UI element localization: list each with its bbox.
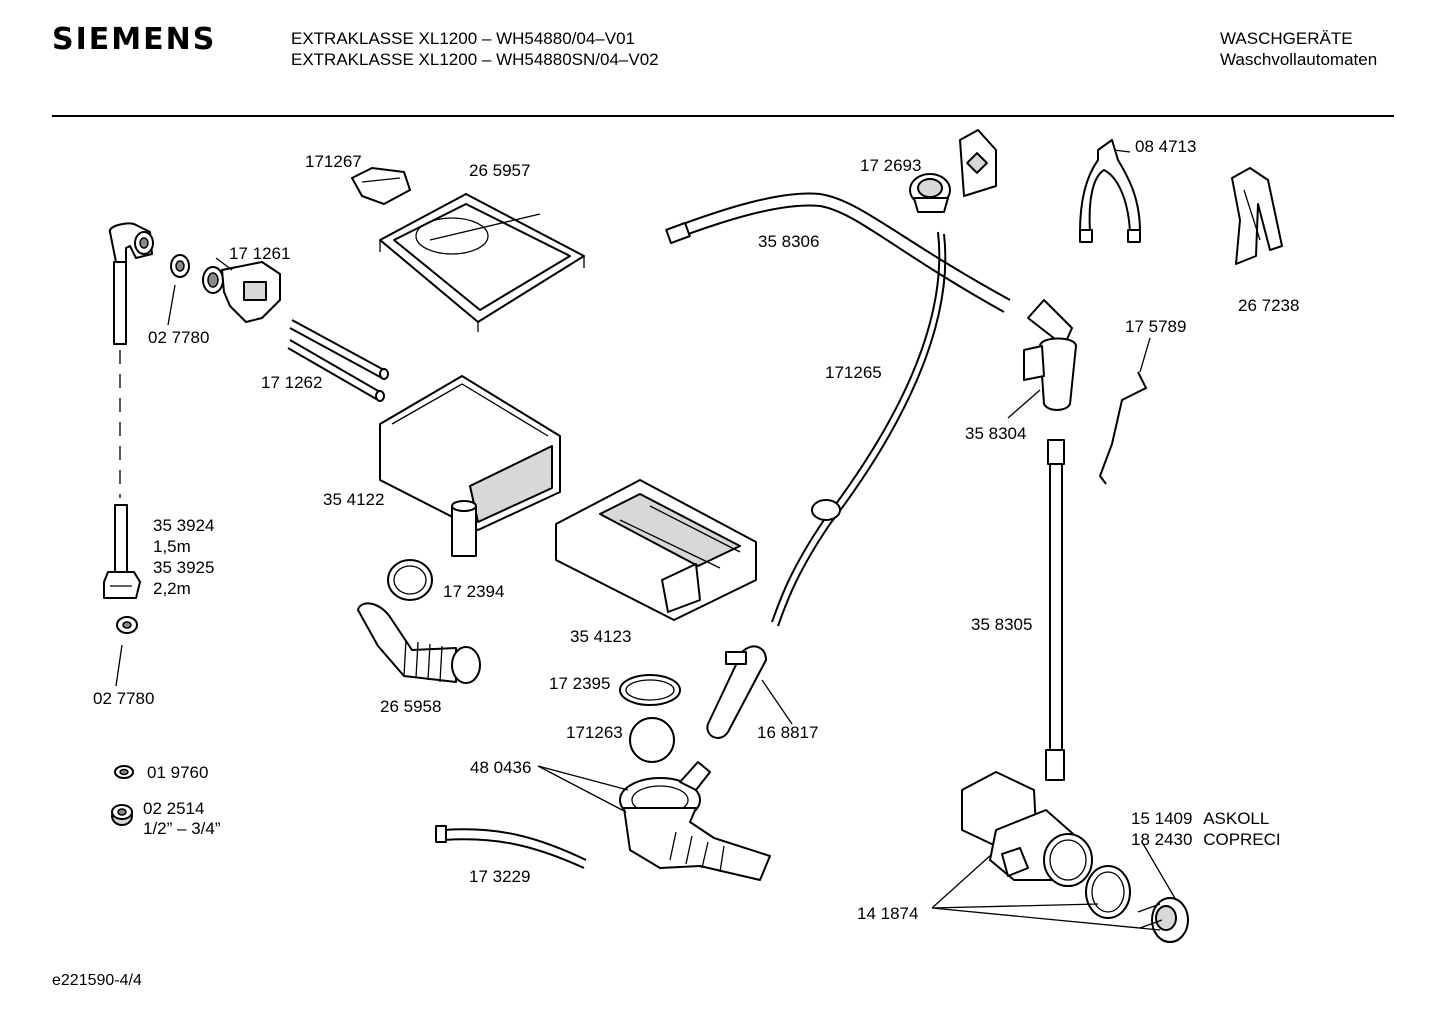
inlet-hose-elbow [108,222,154,345]
detergent-drawer-housing [379,375,561,557]
part-label-354123: 35 4123 [570,627,632,646]
part-label-353924: 35 3924 [153,516,215,535]
trap-358304 [1007,299,1077,419]
part-number-182430: 18 2430 [1131,830,1193,849]
header-divider [52,115,1394,117]
part-label-171263: 171263 [566,723,623,742]
part-label-151409: 15 1409 ASKOLL [1131,809,1269,828]
part-label-358306: 35 8306 [758,232,820,251]
pump-seal-ring [1085,865,1131,919]
part-label-171262: 17 1262 [261,373,323,392]
part-label-022514-size: 1/2” – 3/4” [143,819,221,838]
ball-171263 [629,717,675,763]
category-title: WASCHGERÄTE Waschvollautomaten [1220,28,1377,70]
washer-019760 [114,765,134,779]
part-label-172395: 17 2395 [549,674,611,693]
part-label-171267: 171267 [305,152,362,171]
tube-171265 [771,231,947,627]
hanger-084713 [1079,139,1141,243]
part-label-019760: 01 9760 [147,763,209,782]
part-label-141874: 14 1874 [857,904,919,923]
leader-480436 [537,765,629,813]
clip-171267 [351,167,411,205]
part-label-182430: 18 2430 COPRECI [1131,830,1281,849]
part-label-267238: 26 7238 [1238,296,1300,315]
model-line-2: EXTRAKLASSE XL1200 – WH54880SN/04–V02 [291,50,659,69]
drain-pump [961,771,1093,887]
dispenser-frame [379,193,585,332]
drawing-id: e221590-4/4 [52,972,142,989]
category-line-1: WASCHGERÄTE [1220,29,1353,48]
brand-copreci: COPRECI [1203,830,1281,849]
part-label-171261: 17 1261 [229,244,291,263]
part-label-358305: 35 8305 [971,615,1033,634]
washer-022514 [111,804,133,826]
category-line-2: Waschvollautomaten [1220,50,1378,69]
part-label-171265: 171265 [825,363,882,382]
model-line-1: EXTRAKLASSE XL1200 – WH54880/04–V01 [291,29,635,48]
sump-housing [619,761,771,881]
part-label-353924-length: 1,5m [153,537,191,556]
inlet-valve [202,257,281,323]
part-label-175789: 17 5789 [1125,317,1187,336]
hose-358306 [665,192,1011,313]
bracket-267238 [1231,167,1283,265]
part-label-022514: 02 2514 [143,799,205,818]
air-chamber [706,645,793,739]
part-label-027780-top: 02 7780 [148,328,210,347]
part-label-084713: 08 4713 [1135,137,1197,156]
part-label-354122: 35 4122 [323,490,385,509]
part-label-480436: 48 0436 [470,758,532,777]
part-label-027780-bottom: 02 7780 [93,689,155,708]
part-number-151409: 15 1409 [1131,809,1193,828]
seal-ring-top [167,254,190,326]
rod-175789 [1098,337,1151,485]
part-label-353925: 35 3925 [153,558,215,577]
model-title: EXTRAKLASSE XL1200 – WH54880/04–V01 EXTR… [291,28,659,70]
detergent-drawer [555,479,757,621]
inlet-hose-connector [103,504,141,599]
part-label-173229: 17 3229 [469,867,531,886]
part-label-265958: 26 5958 [380,697,442,716]
hose-358305 [1045,439,1065,781]
hose-173229 [435,825,587,869]
pressure-switch [909,129,997,213]
brand-askoll: ASKOLL [1203,809,1270,828]
part-label-168817: 16 8817 [757,723,819,742]
leader-141874 [931,841,1177,931]
part-label-353925-length: 2,2m [153,579,191,598]
tube-171262 [287,319,389,402]
part-label-172693: 17 2693 [860,156,922,175]
pump-filter [1137,897,1189,943]
part-label-172394: 17 2394 [443,582,505,601]
part-label-265957: 26 5957 [469,161,531,180]
brand-logo: SIEMENS [52,22,217,57]
bellows-hose [357,602,481,684]
seal-ring-bottom [115,616,138,687]
part-label-358304: 35 8304 [965,424,1027,443]
